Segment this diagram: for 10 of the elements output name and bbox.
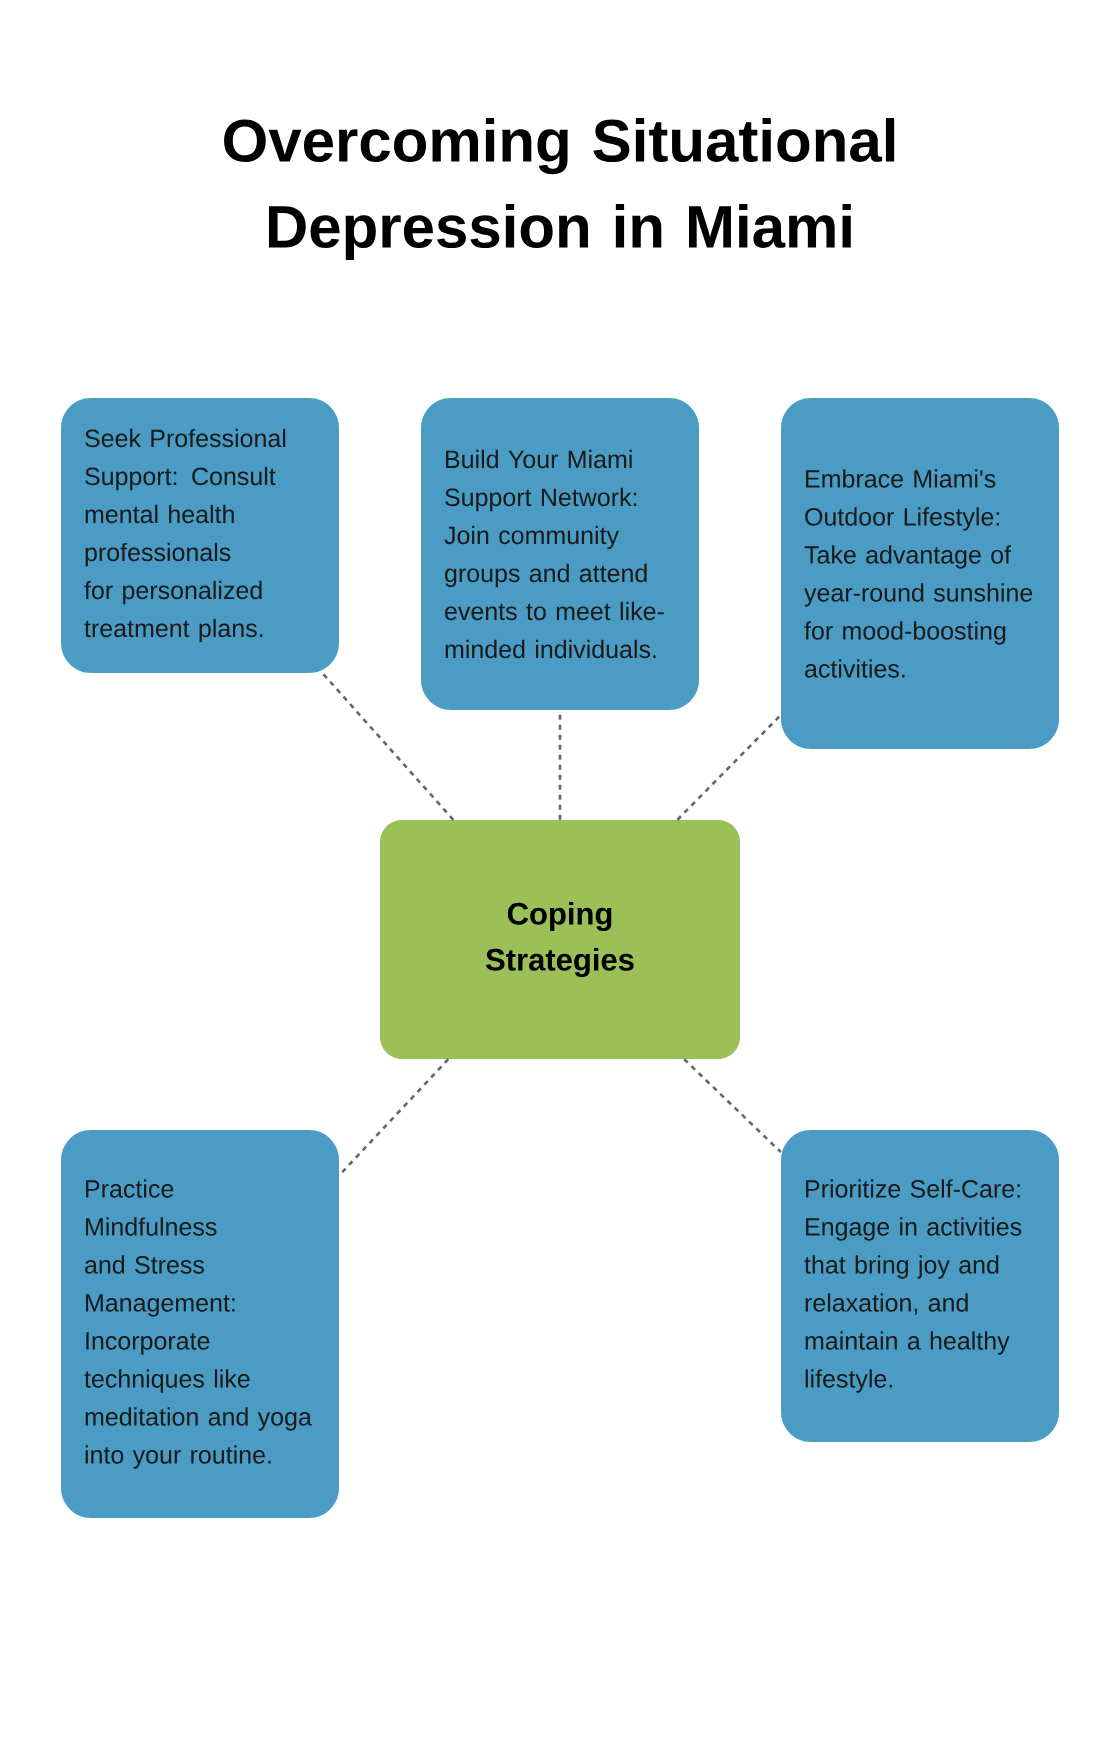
strategy-box: Seek Professional Support: Consult mental health professionals for personalized treatment plans. (61, 398, 339, 673)
strategy-box: Embrace Miami's Outdoor Lifestyle: Take advantage of year-round sunshine for mood-boosting activities. (781, 398, 1059, 749)
connector-line (683, 1058, 782, 1153)
connector-line (321, 672, 455, 821)
title: Overcoming Situational Depression in Miami (224, 118, 895, 260)
connector-line (676, 714, 782, 821)
strategy-box: Prioritize Self-Care: Engage in activities that bring joy and relaxation, and maintain a healthy lifestyle. (781, 1130, 1059, 1442)
strategy-box: Practice Mindfulness and Stress Management: Incorporate techniques like meditation and yoga into your routine. (61, 1130, 339, 1518)
central-box: Coping Strategies (380, 820, 740, 1059)
strategy-box: Build Your Miami Support Network: Join community groups and attend events to meet like-minded individuals. (421, 398, 699, 710)
